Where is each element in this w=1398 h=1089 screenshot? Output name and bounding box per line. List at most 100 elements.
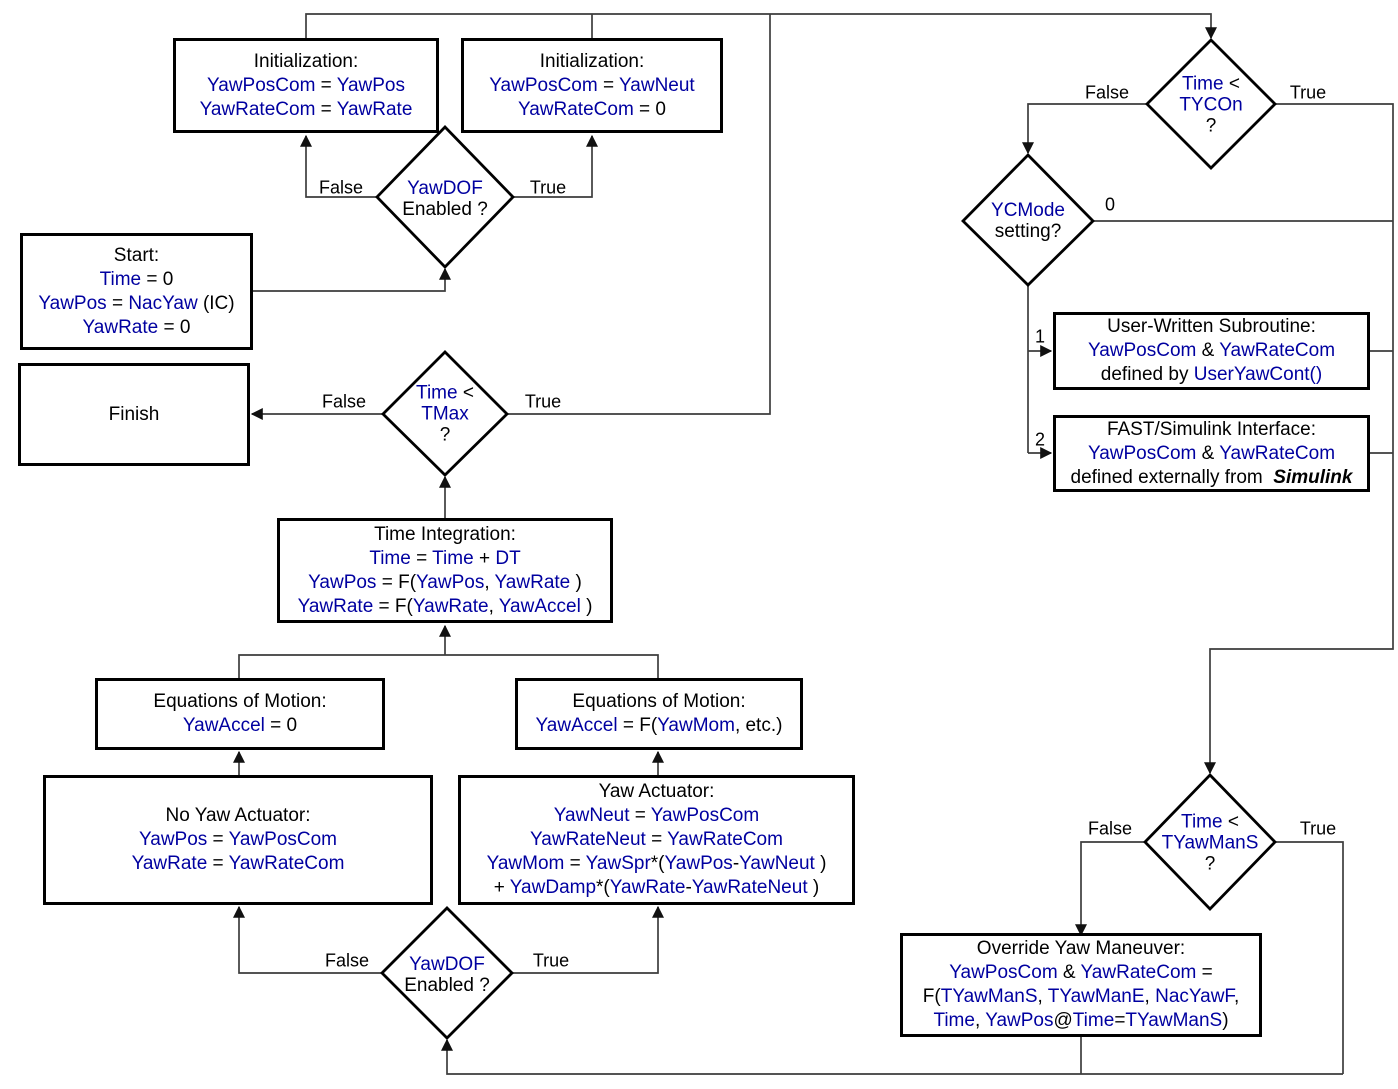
edge-yawdof-bottom-true [512,905,664,974]
diamond-shape-tmax [381,350,509,477]
node-no-yaw-actuator: No Yaw Actuator: YawPos = YawPosCom YawR… [43,775,433,905]
edge-start-to-yawdof-top [253,267,451,292]
edge-label-ycmode-0: 0 [1104,194,1116,215]
node-line: Enabled ? [402,199,488,220]
node-line: Time, YawPos@Time=TYawManS) [933,1010,1229,1031]
node-line: ? [1205,115,1217,137]
node-line: YawPosCom & YawRateCom [1087,340,1336,361]
edge-label-tycon-true: True [1289,82,1327,103]
node-line: Time Integration: [374,523,516,545]
node-line: Start: [113,244,160,266]
node-line: YawPos = NacYaw (IC) [38,292,235,314]
node-line: Time = 0 [99,268,174,290]
node-line: FAST/Simulink Interface: [1106,418,1317,440]
edge-yawdof-top-true [513,134,598,198]
node-line: + YawDamp*(YawRate-YawRateNeut ) [493,877,820,898]
diamond-shape-ycmode [961,153,1095,287]
edge-label-ycmode-1: 1 [1034,326,1046,347]
decision-ycmode-label: YCMode setting? [991,200,1065,242]
node-line: YawRateCom = 0 [517,98,667,120]
edge-label-yawdof-top-true: True [529,177,567,198]
node-eom-actuator: Equations of Motion: YawAccel = F(YawMom… [515,678,803,750]
node-line: YawRateNeut = YawRateCom [530,829,783,850]
node-line: Override Yaw Maneuver: [976,938,1186,959]
node-line: YawPos = F(YawPos, YawRate ) [308,571,582,593]
node-time-integration: Time Integration: Time = Time + DT YawPo… [277,518,613,623]
node-line: YawAccel = 0 [182,715,298,736]
node-line: User-Written Subroutine: [1107,316,1316,337]
node-line: Yaw Actuator: [598,781,715,802]
node-line: YCMode [991,200,1065,221]
edge-init-merge-to-tycon [305,13,1217,40]
diamond-shape-tyawmans [1143,772,1277,912]
node-line: Equations of Motion: [153,691,327,712]
node-line: ? [1204,853,1216,875]
edge-label-yawdof-top-false: False [318,177,364,198]
node-yaw-actuator: Yaw Actuator: YawNeut = YawPosCom YawRat… [458,775,855,905]
node-line: ? [439,424,451,446]
decision-tycon-label: Time < TYCOn ? [1179,74,1242,137]
node-line: YawPosCom & YawRateCom [1087,442,1336,464]
edge-eom-merge [238,654,659,678]
node-line: YawRate = 0 [82,316,191,338]
edge-tmax-true-to-topline [507,14,771,415]
node-simulink-interface: FAST/Simulink Interface: YawPosCom & Yaw… [1053,415,1370,492]
node-line: YawPosCom = YawNeut [489,74,695,96]
node-line: YawPosCom & YawRateCom = [949,962,1213,983]
node-line: YawAccel = F(YawMom, etc.) [535,715,783,736]
node-line: Time < [1182,73,1240,95]
node-line: YawPosCom = YawPos [206,74,405,96]
node-eom-no-actuator: Equations of Motion: YawAccel = 0 [95,678,385,750]
node-line: TYCOn [1179,94,1243,116]
node-override-yaw-maneuver: Override Yaw Maneuver: YawPosCom & YawRa… [900,933,1262,1037]
node-line: Time < [416,382,474,404]
node-line: Initialization: [253,50,359,72]
node-line: YawDOF [407,178,483,199]
node-line: YawDOF [409,954,485,975]
node-line: YawRate = F(YawRate, YawAccel ) [297,595,593,617]
edge-label-tyawmans-false: False [1087,818,1133,839]
node-finish: Finish [18,363,250,466]
node-line: TYawManS [1161,832,1259,854]
edge-label-tyawmans-true: True [1299,818,1337,839]
diamond-shape-tycon [1145,38,1277,170]
edge-tycon-false-to-ycmode [1022,103,1147,155]
diamond-shape-yawdof-top [375,124,515,270]
node-line: No Yaw Actuator: [165,805,311,826]
edge-tyawmans-false-to-override [1075,841,1145,937]
edge-tycon-true-to-tyawmans [1204,103,1394,775]
node-line: TMax [421,403,469,425]
node-line: YawRate = YawRateCom [131,853,345,874]
node-line: setting? [994,221,1062,242]
node-line: Equations of Motion: [572,691,746,712]
node-line: Finish [108,403,160,425]
node-line: YawRateCom = YawRate [199,98,413,120]
edge-label-tmax-true: True [524,391,562,412]
diamond-shape-yawdof-bottom [380,906,514,1040]
edge-yawdof-top-false [300,134,377,198]
node-line: YawPos = YawPosCom [138,829,337,850]
edge-label-tmax-false: False [321,391,367,412]
edge-label-ycmode-2: 2 [1034,429,1046,450]
node-start: Start: Time = 0 YawPos = NacYaw (IC) Yaw… [20,233,253,350]
node-line: F(TYawManS, TYawManE, NacYawF, [922,986,1240,1007]
edge-label-tycon-false: False [1084,82,1130,103]
node-line: defined by UserYawCont() [1100,364,1323,385]
decision-yawdof-top-label: YawDOF Enabled ? [402,178,488,220]
edge-bottomline-to-yawdof-bottom [441,1038,1343,1075]
node-line: Enabled ? [404,975,490,996]
edge-tyawmans-true [1275,841,1344,1074]
node-initialization-false: Initialization: YawPosCom = YawPos YawRa… [173,38,439,133]
node-line: Initialization: [539,50,645,72]
node-line: Time = Time + DT [369,547,521,569]
node-line: defined externally from Simulink [1070,466,1353,488]
decision-tyawmans-label: Time < TYawManS ? [1162,812,1259,875]
node-user-subroutine: User-Written Subroutine: YawPosCom & Yaw… [1053,312,1370,390]
edge-label-yawdof-bottom-false: False [324,950,370,971]
node-line: YawNeut = YawPosCom [553,805,760,826]
node-initialization-true: Initialization: YawPosCom = YawNeut YawR… [461,38,723,133]
decision-tmax-label: Time < TMax ? [416,383,474,446]
node-line: Time < [1181,811,1239,833]
